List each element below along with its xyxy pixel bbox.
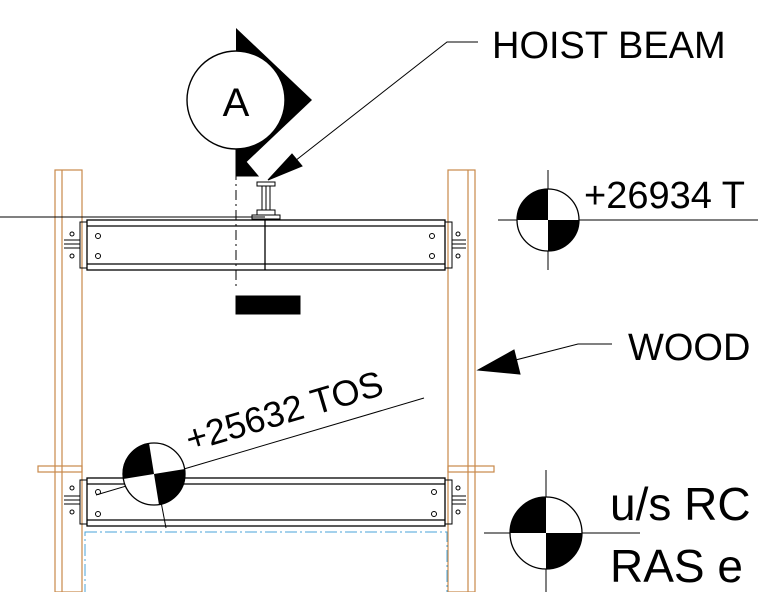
level-label-bottom-line1: u/s RC [610, 478, 751, 530]
wood-label: WOOD [628, 327, 750, 369]
hoist-beam-leader [267, 41, 478, 181]
level-marker-mid [95, 397, 425, 529]
wood-post-right [447, 169, 476, 592]
section-marker: A [186, 28, 312, 172]
upper-beam-bolts [95, 233, 435, 259]
level-label-bottom-line2: RAS e [610, 540, 743, 592]
section-marker-letter: A [223, 81, 250, 125]
level-marker-top [498, 170, 758, 270]
hidden-line-below [84, 531, 448, 592]
hoist-beam-label: HOIST BEAM [492, 25, 726, 67]
hoist-beam-section [251, 181, 281, 220]
level-marker-bottom [484, 470, 640, 592]
section-cut-line [235, 148, 301, 315]
wood-post-left [54, 169, 83, 592]
lower-beam-brackets [64, 479, 466, 525]
upper-beam-brackets [64, 221, 466, 269]
wood-leader [476, 343, 612, 375]
lower-beam-bolts [95, 489, 437, 517]
wood-ledger-stubs [37, 465, 495, 473]
level-label-top: +26934 T [584, 175, 745, 217]
level-label-mid: +25632 TOS [181, 362, 388, 459]
